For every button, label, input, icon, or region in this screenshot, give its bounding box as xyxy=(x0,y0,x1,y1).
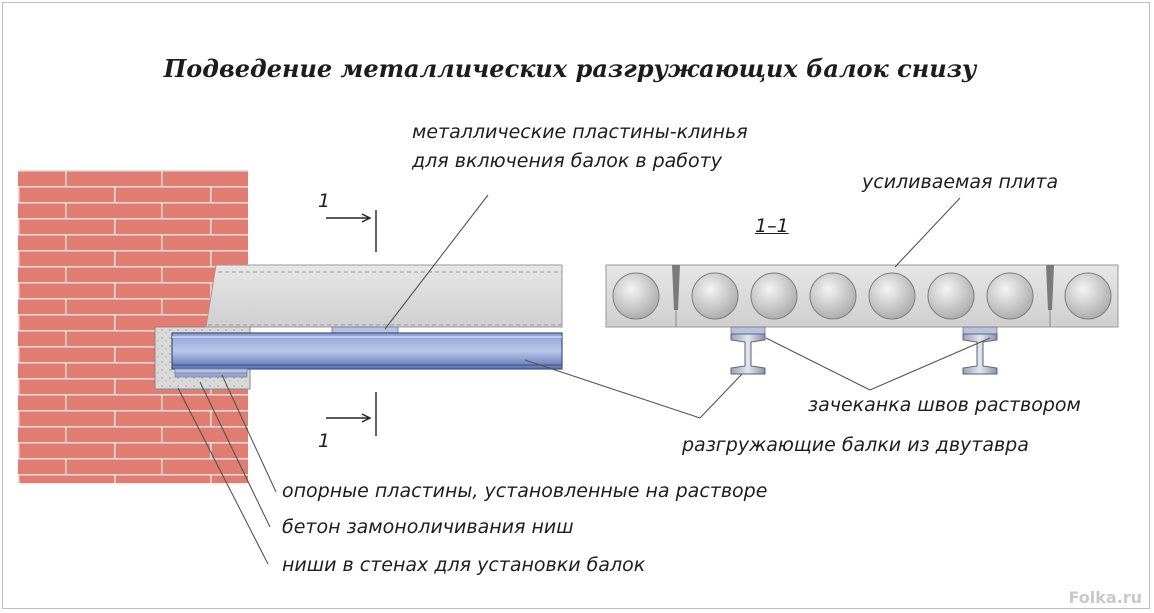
watermark: Folka.ru xyxy=(1068,588,1142,607)
label-joint-caulking: зачеканка швов раствором xyxy=(808,394,1081,416)
slab-cross-section xyxy=(605,264,1119,328)
label-niche-concrete: бетон замоноличивания ниш xyxy=(282,516,574,538)
slab-longitudinal xyxy=(205,264,563,328)
section-title: 1–1 xyxy=(755,215,789,237)
section-mark-top: 1 xyxy=(318,190,331,212)
section-mark-lines xyxy=(326,210,377,436)
label-reinforced-slab: усиливаемая плита xyxy=(862,171,1059,193)
diagram-title: Подведение металлических разгружающих ба… xyxy=(163,54,977,83)
section-mark-bottom: 1 xyxy=(318,430,331,452)
label-relief-beams: разгружающие балки из двутавра xyxy=(682,434,1029,456)
wedge-plate xyxy=(331,326,399,334)
steel-beam-longitudinal xyxy=(171,332,563,370)
i-beam-right xyxy=(962,326,998,375)
label-wall-niches: ниши в стенах для установки балок xyxy=(282,554,646,576)
label-support-plates: опорные пластины, установленные на раств… xyxy=(282,480,768,502)
support-plates xyxy=(174,368,248,378)
i-beam-left xyxy=(730,326,766,375)
label-wedge-plates-1: металлические пластины-клинья xyxy=(412,121,748,143)
leader-lines xyxy=(177,194,991,565)
label-wedge-plates-2: для включения балок в работу xyxy=(412,150,722,172)
